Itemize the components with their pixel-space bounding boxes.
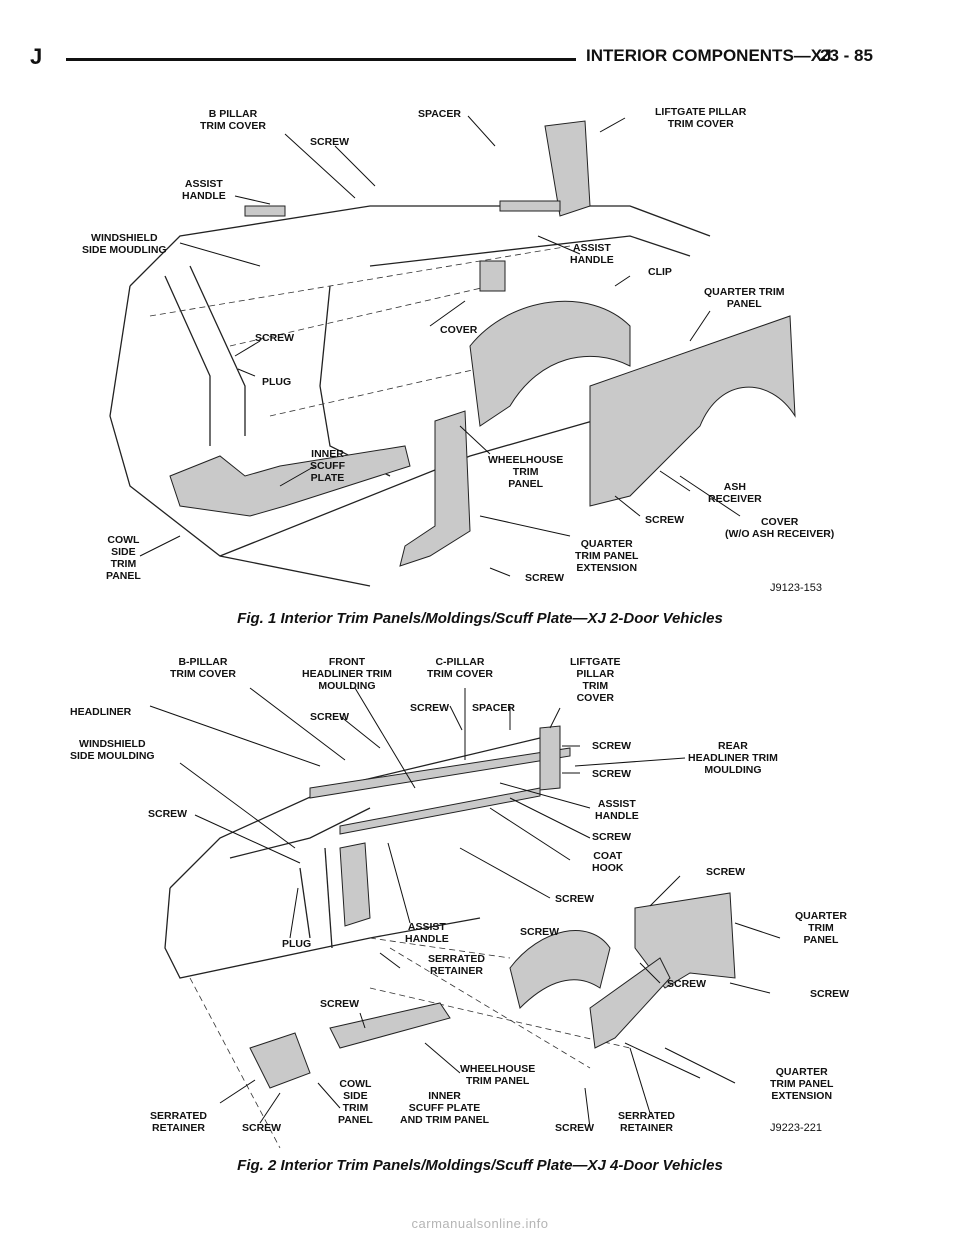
label-screw: SCREW bbox=[310, 711, 350, 723]
watermark: carmanualsonline.info bbox=[411, 1216, 549, 1231]
label-serrated-retainer-mid: SERRATED RETAINER bbox=[428, 953, 485, 977]
label-plug: PLUG bbox=[262, 376, 292, 388]
page-header: J INTERIOR COMPONENTS—XJ 23 - 85 bbox=[30, 40, 930, 84]
label-spacer: SPACER bbox=[418, 108, 461, 120]
label-assist-handle-right: ASSIST HANDLE bbox=[570, 242, 614, 266]
label-wheelhouse-trim-panel: WHEELHOUSE TRIM PANEL bbox=[460, 1063, 536, 1087]
label-screw: SCREW bbox=[555, 893, 595, 905]
label-quarter-trim-panel: QUARTER TRIM PANEL bbox=[795, 910, 847, 946]
label-screw: SCREW bbox=[525, 572, 565, 584]
label-screw: SCREW bbox=[592, 831, 632, 843]
label-cover: COVER bbox=[440, 324, 478, 336]
label-plug: PLUG bbox=[282, 938, 312, 950]
figure-1-diagram: B PILLAR TRIM COVER SCREW SPACER LIFTGAT… bbox=[70, 86, 890, 606]
label-quarter-trim-panel-extension: QUARTER TRIM PANEL EXTENSION bbox=[770, 1066, 834, 1102]
label-screw: SCREW bbox=[706, 866, 746, 878]
header-rule bbox=[66, 58, 576, 61]
label-serrated-retainer-left: SERRATED RETAINER bbox=[150, 1110, 207, 1134]
label-liftgate-pillar-trim-cover: LIFTGATE PILLAR TRIM COVER bbox=[655, 106, 747, 130]
label-quarter-trim-panel-extension: QUARTER TRIM PANEL EXTENSION bbox=[575, 538, 639, 574]
label-c-pillar-trim-cover: C-PILLAR TRIM COVER bbox=[427, 656, 493, 680]
label-screw: SCREW bbox=[410, 702, 450, 714]
label-inner-scuff-plate-and-trim-panel: INNER SCUFF PLATE AND TRIM PANEL bbox=[400, 1090, 490, 1126]
label-ash-receiver: ASH RECEIVER bbox=[708, 481, 762, 505]
figure-1-illustration bbox=[109, 115, 796, 587]
label-screw: SCREW bbox=[255, 332, 295, 344]
page-number: 23 - 85 bbox=[820, 46, 873, 65]
label-headliner: HEADLINER bbox=[70, 706, 132, 718]
label-screw: SCREW bbox=[555, 1122, 595, 1134]
label-quarter-trim-panel: QUARTER TRIM PANEL bbox=[704, 286, 785, 310]
figure-2-code: J9223-221 bbox=[770, 1122, 822, 1134]
label-b-pillar-trim-cover: B-PILLAR TRIM COVER bbox=[170, 656, 236, 680]
label-screw: SCREW bbox=[592, 768, 632, 780]
label-screw: SCREW bbox=[667, 978, 707, 990]
label-screw: SCREW bbox=[242, 1122, 282, 1134]
figure-2-diagram: B-PILLAR TRIM COVER FRONT HEADLINER TRIM… bbox=[70, 648, 890, 1150]
figure-1-caption: Fig. 1 Interior Trim Panels/Moldings/Scu… bbox=[237, 610, 723, 627]
label-screw-left: SCREW bbox=[148, 808, 188, 820]
label-screw: SCREW bbox=[320, 998, 360, 1010]
label-screw: SCREW bbox=[810, 988, 850, 1000]
label-coat-hook: COAT HOOK bbox=[592, 850, 624, 874]
label-screw: SCREW bbox=[592, 740, 632, 752]
label-assist-handle-right: ASSIST HANDLE bbox=[595, 798, 639, 822]
label-screw: SCREW bbox=[645, 514, 685, 526]
label-rear-headliner-trim-moulding: REAR HEADLINER TRIM MOULDING bbox=[688, 740, 778, 776]
label-front-headliner-trim-moulding: FRONT HEADLINER TRIM MOULDING bbox=[302, 656, 392, 692]
label-windshield-side-moulding: WINDSHIELD SIDE MOUDLING bbox=[82, 232, 167, 256]
label-assist-handle-mid: ASSIST HANDLE bbox=[405, 921, 449, 945]
figure-2-illustration bbox=[149, 687, 781, 1149]
label-liftgate-pillar-trim-cover: LIFTGATE PILLAR TRIM COVER bbox=[570, 656, 621, 704]
label-screw: SCREW bbox=[520, 926, 560, 938]
label-windshield-side-moulding: WINDSHIELD SIDE MOULDING bbox=[70, 738, 155, 762]
label-cowl-side-trim-panel: COWL SIDE TRIM PANEL bbox=[338, 1078, 373, 1126]
section-letter: J bbox=[30, 44, 43, 69]
label-cover-without-ash-receiver: COVER (W/O ASH RECEIVER) bbox=[725, 516, 835, 540]
label-cowl-side-trim-panel: COWL SIDE TRIM PANEL bbox=[106, 534, 141, 582]
label-wheelhouse-trim-panel: WHEELHOUSE TRIM PANEL bbox=[488, 454, 564, 490]
label-assist-handle-left: ASSIST HANDLE bbox=[182, 178, 226, 202]
figure-2-caption: Fig. 2 Interior Trim Panels/Moldings/Scu… bbox=[237, 1157, 723, 1174]
label-screw: SCREW bbox=[310, 136, 350, 148]
figure-1-code: J9123-153 bbox=[770, 582, 822, 594]
label-b-pillar-trim-cover: B PILLAR TRIM COVER bbox=[200, 108, 266, 132]
label-inner-scuff-plate: INNER SCUFF PLATE bbox=[310, 448, 345, 484]
label-spacer: SPACER bbox=[472, 702, 515, 714]
section-title: INTERIOR COMPONENTS—XJ bbox=[586, 46, 832, 65]
label-serrated-retainer-right: SERRATED RETAINER bbox=[618, 1110, 675, 1134]
label-clip: CLIP bbox=[648, 266, 672, 278]
